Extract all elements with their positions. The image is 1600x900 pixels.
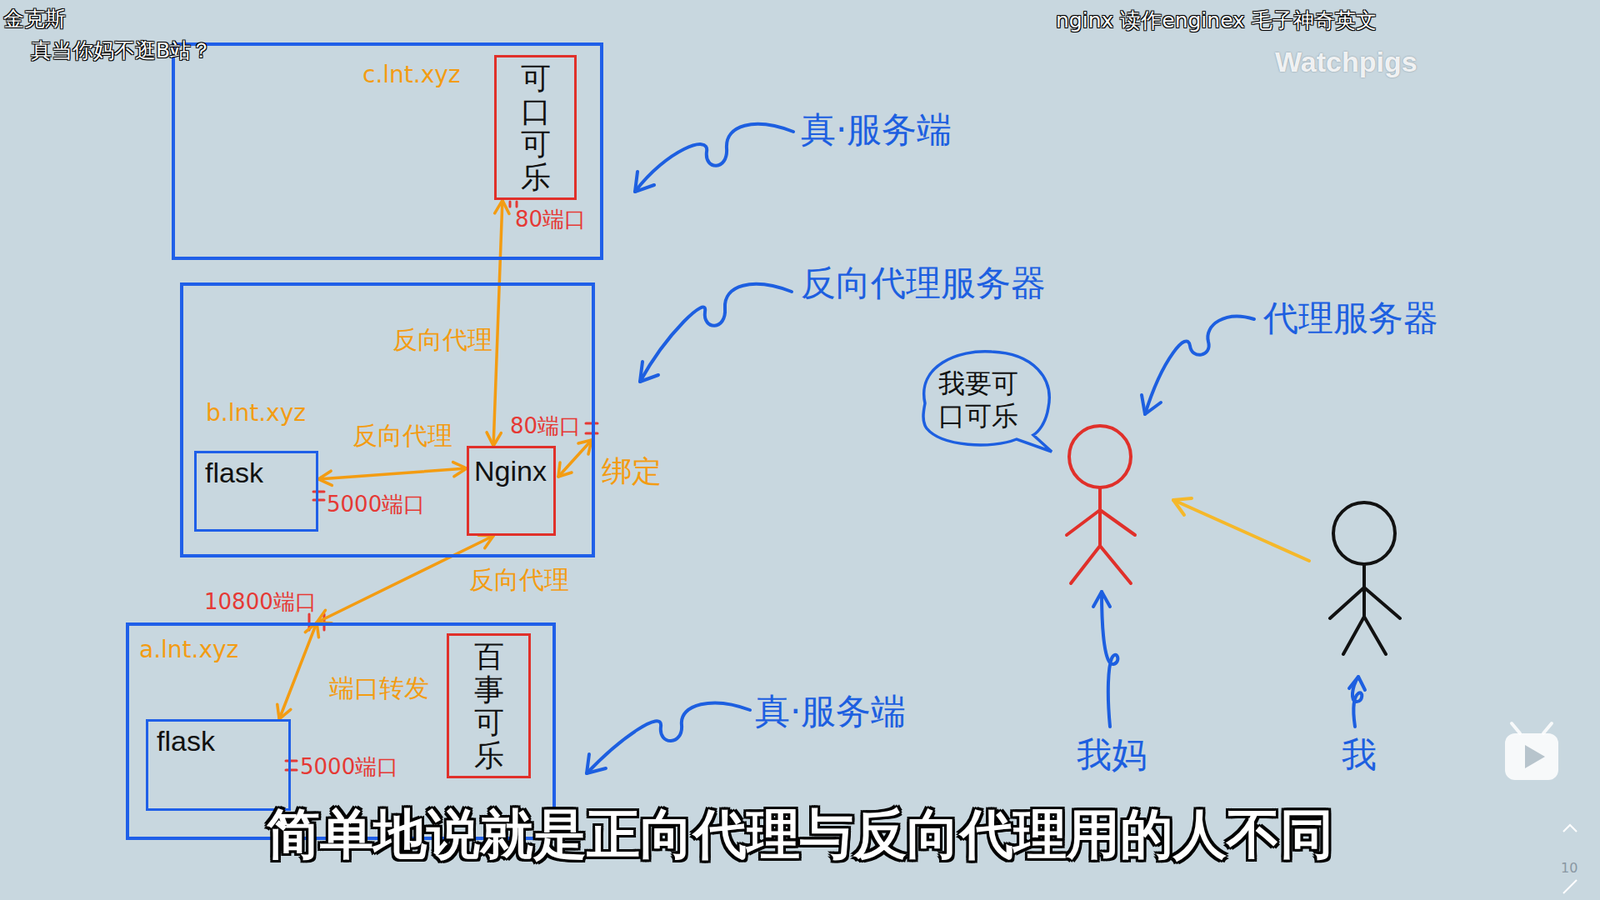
arrowhead	[1173, 498, 1192, 515]
app-box: flask	[194, 450, 319, 532]
arrowhead	[1141, 395, 1161, 415]
leader-line	[1101, 591, 1118, 727]
scroll-chevron	[1563, 825, 1577, 832]
leader-line	[586, 703, 750, 774]
port-tick	[313, 491, 325, 500]
port-tick	[585, 423, 598, 434]
edge-label: 反向代理	[390, 323, 495, 358]
danmaku-comment: 金克斯	[3, 5, 66, 33]
host-name: b.lnt.xyz	[205, 399, 306, 427]
play-triangle	[1525, 745, 1545, 769]
arrowhead	[453, 462, 467, 477]
server-name: 百事可乐	[474, 640, 505, 772]
arrowhead	[586, 754, 606, 774]
tv-antenna	[1511, 723, 1552, 734]
speech-bubble: 我要可口可乐	[908, 345, 1056, 455]
figure-head	[1333, 502, 1395, 565]
arrow-line	[1173, 500, 1310, 561]
speech-text: 我要可口可乐	[938, 367, 1026, 432]
leader-line	[635, 124, 794, 192]
yellow-arrow	[1173, 498, 1310, 561]
server-box: 可口可乐	[494, 55, 577, 200]
bubble-path	[923, 351, 1052, 452]
proxy-name: Nginx	[474, 455, 549, 488]
danmaku-comment: 真当你妈不逛B站？	[30, 36, 212, 65]
port-label: 80端口	[515, 205, 586, 235]
port-label: 80端口	[510, 411, 581, 441]
danmaku-comment: nginx 读作enginex 毛子神奇英文	[1055, 6, 1377, 35]
proxy-box: Nginx	[466, 445, 556, 536]
leader-line	[1145, 316, 1255, 415]
app-name: flask	[205, 456, 308, 490]
arrowhead	[318, 470, 332, 485]
server-name: 可口可乐	[520, 61, 551, 194]
tv-icon	[1505, 733, 1559, 780]
arrowhead	[486, 432, 501, 446]
proxy-connector	[279, 622, 317, 720]
scroll-mark	[1563, 880, 1577, 894]
bind-label: 绑定	[601, 451, 662, 493]
red-stick-figure	[1066, 425, 1135, 584]
edge-label: 反向代理	[466, 563, 572, 598]
arrowhead	[1349, 676, 1365, 690]
subtitle-caption: 简单地说就是正向代理与反向代理用的人不同	[0, 798, 1600, 871]
callout-label: 真·服务端	[800, 106, 952, 154]
arrowhead	[478, 535, 494, 548]
arrowhead	[316, 610, 332, 623]
edge-label: 端口转发	[326, 671, 432, 706]
arrow-line	[558, 440, 592, 477]
arrowhead	[1093, 591, 1110, 607]
figure-body	[1330, 564, 1400, 655]
watermark: Watchpigs	[1275, 45, 1418, 79]
arrowhead	[578, 440, 592, 455]
callout-label: 反向代理服务器	[800, 260, 1046, 307]
person-label: 我	[1341, 731, 1377, 779]
black-stick-figure	[1330, 502, 1400, 655]
callout-label: 代理服务器	[1263, 295, 1439, 342]
callout-label: 真·服务端	[755, 688, 906, 735]
port-ticks	[285, 201, 598, 770]
host-name: a.lnt.xyz	[139, 635, 239, 664]
server-box: 百事可乐	[446, 633, 531, 779]
arrowhead	[277, 704, 291, 720]
arrowhead	[495, 200, 510, 214]
figure-body	[1066, 487, 1135, 584]
app-name: flask	[156, 725, 280, 758]
page-number: 10	[1560, 860, 1578, 876]
port-tick	[285, 760, 297, 770]
arrowhead	[558, 462, 572, 477]
proxy-connector	[318, 468, 467, 480]
port-label: 10800端口	[204, 587, 317, 617]
bind-arrow	[558, 440, 592, 477]
app-box: flask	[145, 719, 291, 811]
callout-arrows	[586, 124, 1365, 774]
leader-line	[640, 284, 792, 382]
edge-label: 反向代理	[350, 419, 455, 454]
person-label: 我妈	[1076, 731, 1147, 779]
figure-head	[1069, 425, 1131, 488]
arrowhead	[640, 361, 659, 382]
arrowhead	[635, 171, 655, 192]
port-tick	[510, 201, 517, 207]
port-label: 5000端口	[300, 752, 399, 782]
host-name: c.lnt.xyz	[362, 60, 461, 89]
port-label: 5000端口	[326, 490, 425, 520]
